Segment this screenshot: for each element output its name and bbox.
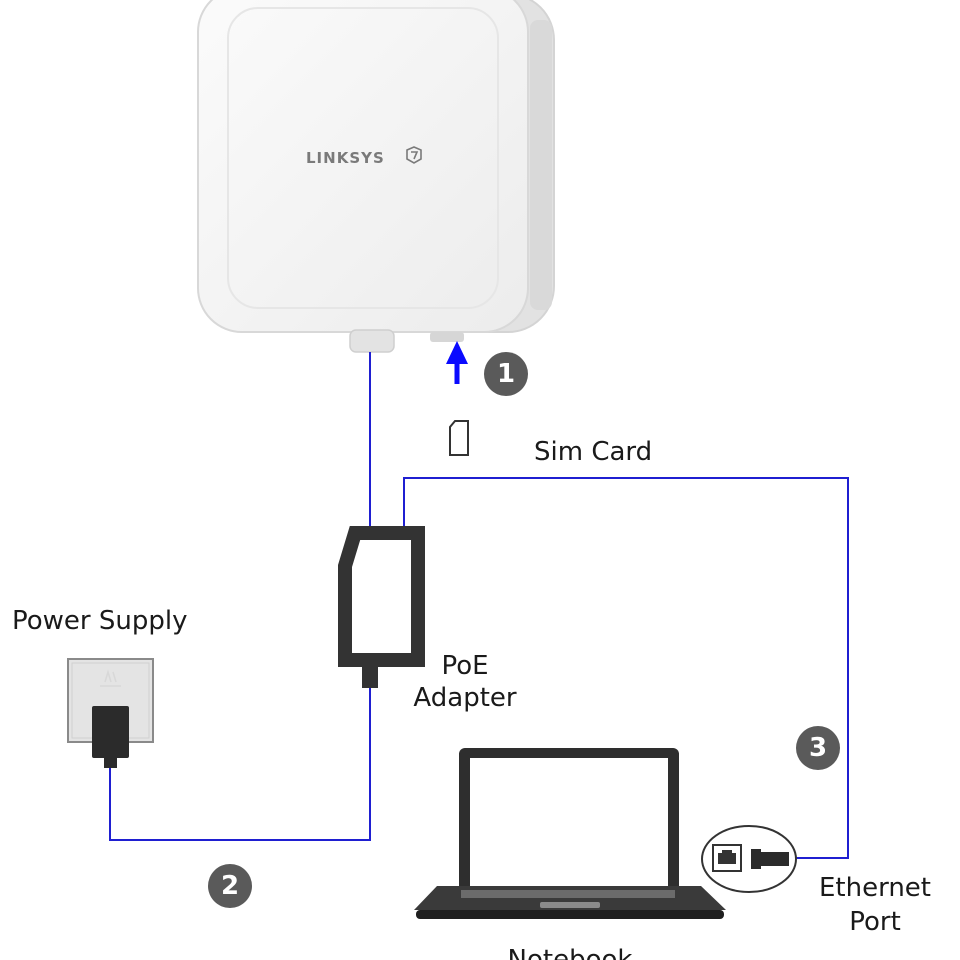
step-badge-2: 2 — [208, 864, 252, 908]
insert-arrow-icon — [446, 341, 468, 384]
adapter-to-ethernet-cable — [403, 477, 849, 859]
poe-adapter-label-line2: Adapter — [413, 683, 517, 713]
sim-card-label: Sim Card — [534, 437, 653, 467]
adapter-to-power-cable — [109, 688, 371, 841]
ethernet-port-icon — [701, 825, 797, 893]
brand-logo-icon — [405, 146, 423, 164]
ethernet-port-label-line1: Ethernet — [819, 873, 931, 903]
cables — [109, 352, 849, 859]
power-supply-label: Power Supply — [12, 606, 188, 636]
poe-adapter-label-line1: PoE — [441, 651, 489, 681]
notebook-label: Notebook — [507, 945, 633, 960]
sim-card-icon — [449, 420, 469, 456]
step-badge-1: 1 — [484, 352, 528, 396]
ethernet-port-label-line2: Port — [849, 907, 901, 937]
laptop-icon — [414, 748, 726, 919]
power-outlet-icon — [67, 658, 154, 768]
router-device-icon — [197, 0, 555, 353]
step-badge-3: 3 — [796, 726, 840, 770]
poe-adapter-icon — [338, 526, 425, 688]
device-brand-label: LINKSYS — [306, 149, 385, 167]
